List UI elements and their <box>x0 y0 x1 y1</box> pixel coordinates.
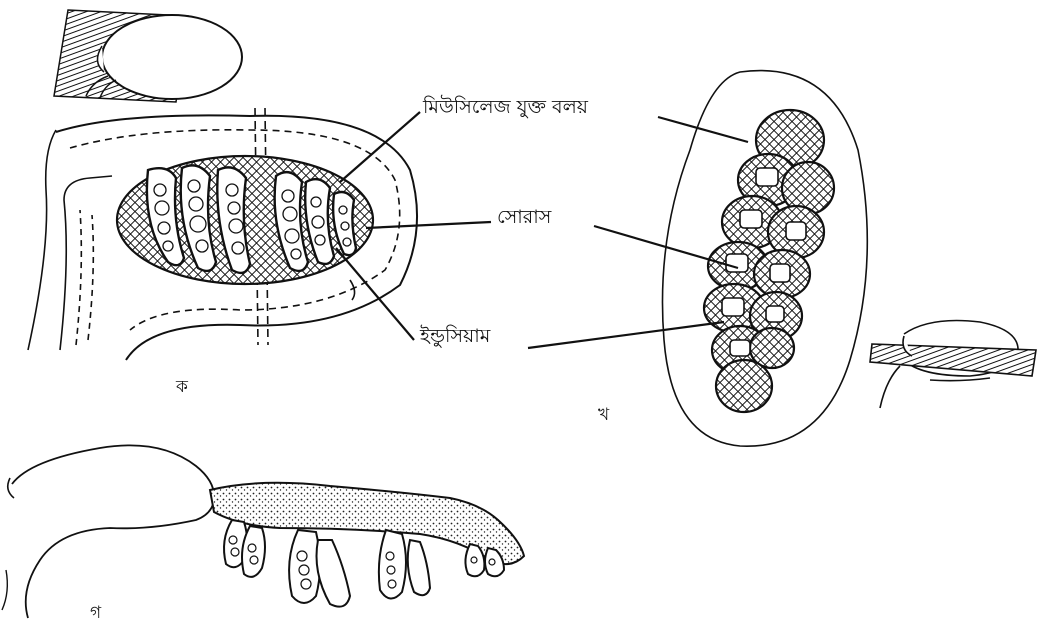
leader-mucilage-kha <box>658 117 748 142</box>
leader-sorus-ka <box>366 222 491 228</box>
figure-label-kha: খ <box>598 402 609 430</box>
kha-sori-chain <box>704 110 834 412</box>
ga-sporangia <box>229 536 495 589</box>
figure-label-ga: গ <box>90 600 101 628</box>
label-sorus: সোরাস <box>497 203 551 235</box>
leader-mucilage-ka <box>340 112 420 182</box>
label-indusium: ইন্ডুসিয়াম <box>420 322 490 354</box>
label-mucilage-ring: মিউসিলেজ যুক্ত বলয় <box>423 93 588 125</box>
inset-leaf-sporocarp <box>54 10 242 102</box>
figure-ka-section <box>28 108 417 360</box>
stalk-outline-inner <box>60 176 112 350</box>
ga-sporocarp-shell <box>12 445 214 618</box>
leader-indusium-ka <box>336 248 414 340</box>
stalk-outline-left <box>28 130 56 350</box>
inset-right-sporocarp <box>870 321 1036 409</box>
leader-indusium-kha <box>528 322 724 348</box>
inset-sporocarp-outline <box>102 15 242 99</box>
figure-label-ka: ক <box>176 374 188 402</box>
leader-sorus-kha <box>594 226 738 268</box>
figure-ga-germination <box>2 445 524 618</box>
